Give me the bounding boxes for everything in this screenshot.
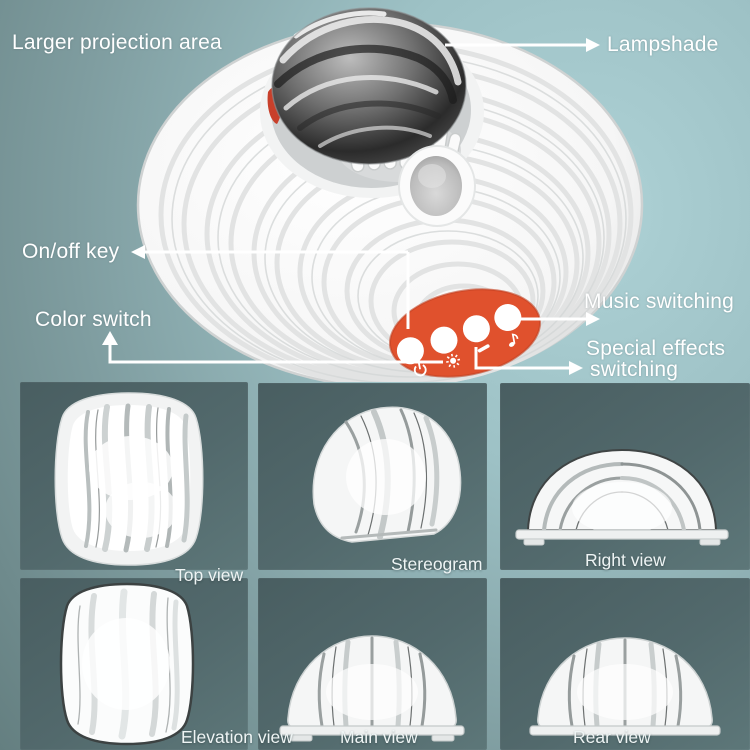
label-on-off-key: On/off key — [22, 240, 120, 263]
nozzle — [398, 145, 476, 227]
label-elevation-view: Elevation view — [181, 727, 293, 747]
label-rear-view: Rear view — [573, 727, 651, 747]
music-arrow — [586, 312, 600, 326]
music-note-icon — [509, 333, 519, 347]
stereogram-image — [312, 406, 462, 543]
top-view-image — [54, 392, 204, 566]
color-switch-arrow — [102, 331, 118, 345]
right-view-image — [515, 448, 729, 546]
elevation-view-image — [59, 582, 195, 746]
control-panel — [388, 288, 542, 378]
minus-icon — [477, 344, 490, 353]
special-effects-button — [462, 315, 490, 343]
label-special-effects-line2: switching — [590, 358, 679, 381]
label-special-effects-line1: Special effects — [586, 337, 726, 360]
label-right-view: Right view — [585, 550, 666, 570]
on-off-line — [145, 250, 410, 329]
annotation-arrowheads — [102, 38, 600, 375]
label-top-view: Top view — [175, 565, 244, 585]
views-grid: Top view Stereogram Right view Elevation… — [0, 378, 750, 750]
rear-view-image — [529, 637, 721, 736]
label-main-view: Main view — [340, 727, 418, 747]
lampshade-arrow — [586, 38, 600, 52]
music-button — [494, 304, 522, 332]
power-icon — [413, 363, 427, 377]
label-music-switching: Music switching — [584, 290, 735, 313]
product-render — [102, 7, 644, 382]
brightness-button — [430, 326, 458, 354]
main-view-image — [279, 635, 465, 742]
power-button — [396, 337, 424, 365]
annotation-lines — [108, 43, 586, 370]
color-switch-line — [108, 345, 443, 364]
sun-icon — [446, 353, 461, 368]
label-color-switch: Color switch — [35, 308, 152, 331]
special-effects-line — [474, 347, 569, 370]
label-lampshade: Lampshade — [607, 33, 719, 56]
on-off-arrow — [131, 245, 145, 259]
label-stereogram: Stereogram — [391, 554, 483, 574]
special-effects-arrow — [569, 361, 583, 375]
label-larger-projection-area: Larger projection area — [12, 31, 222, 54]
